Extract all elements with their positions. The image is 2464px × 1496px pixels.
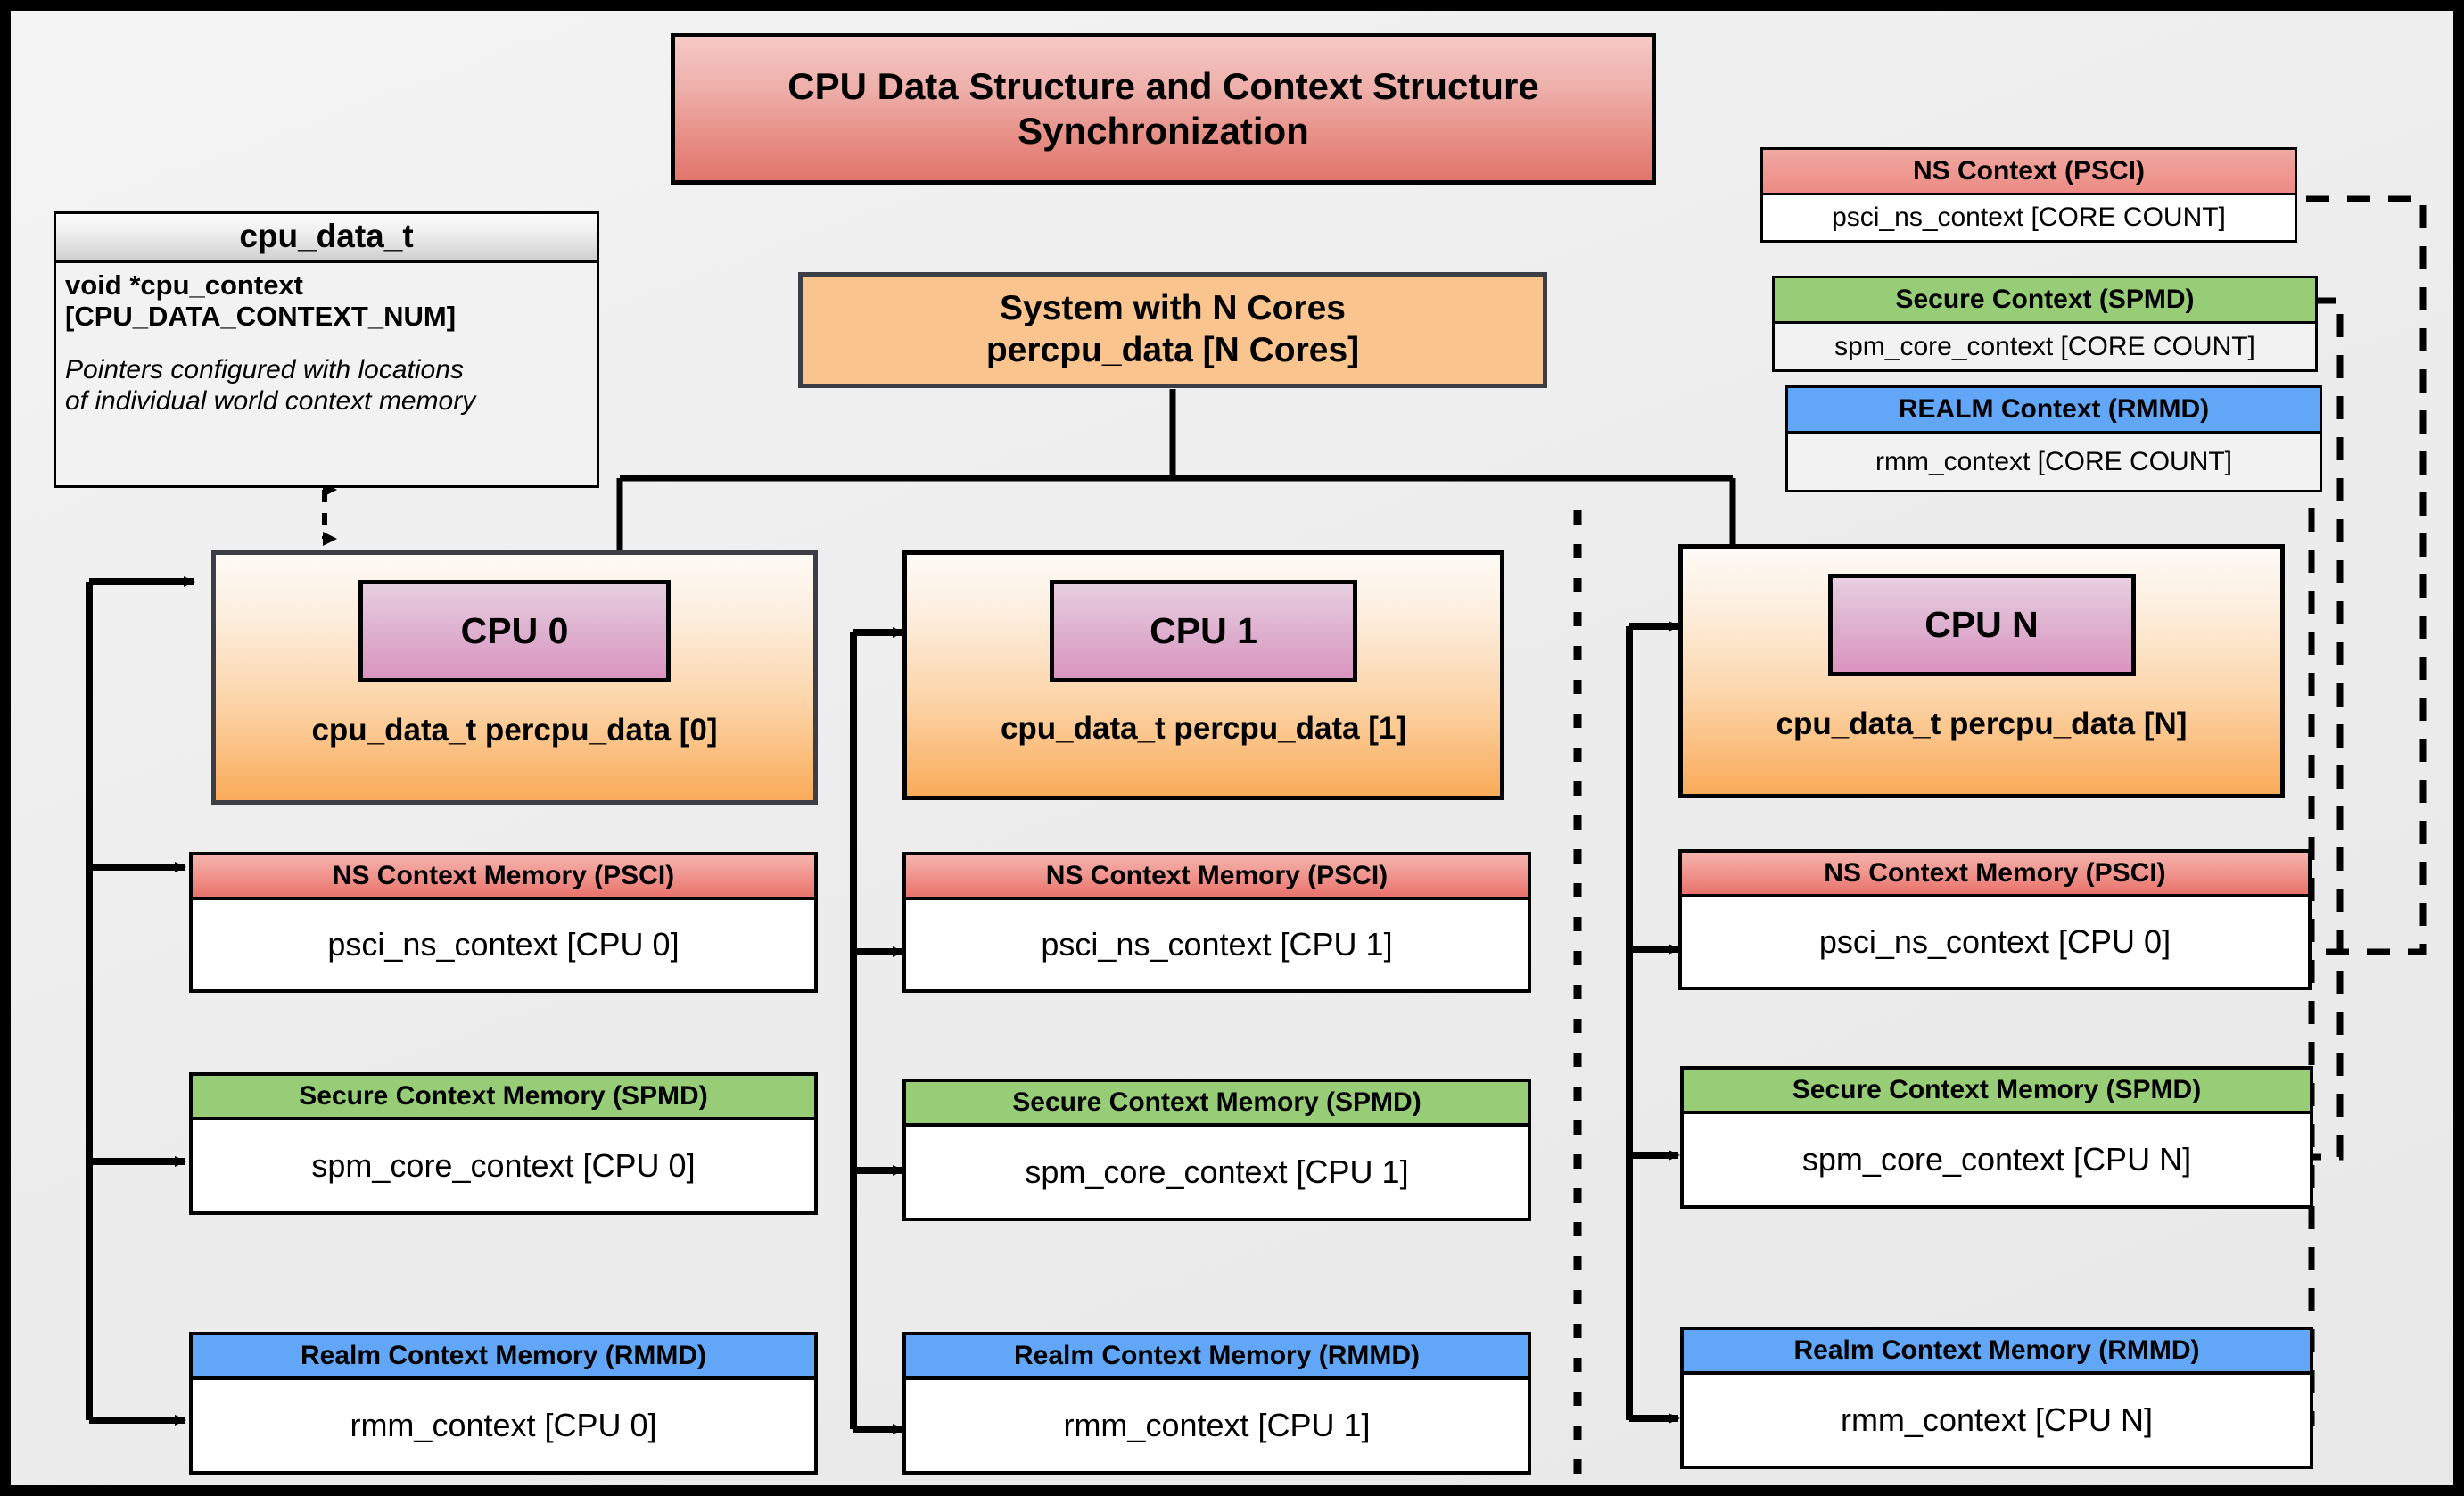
global-context-secure: Secure Context (SPMD) spm_core_context [… [1772,276,2318,372]
cpu1-context-secure-header: Secure Context Memory (SPMD) [906,1082,1528,1127]
cpu0-context-secure-header: Secure Context Memory (SPMD) [193,1076,814,1120]
cpu0-context-ns: NS Context Memory (PSCI) psci_ns_context… [189,852,818,993]
cpu0-context-ns-header: NS Context Memory (PSCI) [193,855,814,900]
cpun-context-realm: Realm Context Memory (RMMD) rmm_context … [1680,1327,2313,1469]
diagram-title: CPU Data Structure and Context Structure… [671,33,1656,185]
cpu0-context-secure-value: spm_core_context [CPU 0] [193,1120,814,1211]
diagram-title-line1: CPU Data Structure and Context Structure [787,65,1539,108]
global-context-ns-header: NS Context (PSCI) [1763,150,2295,195]
cpun-context-secure-header: Secure Context Memory (SPMD) [1684,1070,2310,1114]
cpu-box-0: CPU 0 cpu_data_t percpu_data [0] [211,550,818,805]
cpu1-context-secure-value: spm_core_context [CPU 1] [906,1127,1528,1218]
cpu-caption-1: cpu_data_t percpu_data [1] [1000,711,1407,746]
global-context-realm-value: rmm_context [CORE COUNT] [1788,434,2320,490]
cpu-chip-0: CPU 0 [358,580,671,682]
cpu-data-t-note-line1: Pointers configured with locations [65,355,464,385]
cpu0-context-realm-value: rmm_context [CPU 0] [193,1380,814,1471]
cpu0-context-realm: Realm Context Memory (RMMD) rmm_context … [189,1332,818,1475]
cpu1-context-secure: Secure Context Memory (SPMD) spm_core_co… [902,1079,1531,1221]
cpu1-context-realm-header: Realm Context Memory (RMMD) [906,1335,1528,1380]
cpu-chip-1: CPU 1 [1050,580,1357,682]
cpu-chip-n: CPU N [1827,574,2136,676]
cpu1-context-ns-value: psci_ns_context [CPU 1] [906,900,1528,989]
global-context-ns: NS Context (PSCI) psci_ns_context [CORE … [1760,147,2297,243]
cpun-context-ns-value: psci_ns_context [CPU 0] [1682,897,2308,987]
cpun-context-secure: Secure Context Memory (SPMD) spm_core_co… [1680,1066,2313,1209]
cpu-box-n: CPU N cpu_data_t percpu_data [N] [1678,544,2285,798]
cpu0-context-realm-header: Realm Context Memory (RMMD) [193,1335,814,1380]
cpun-context-secure-value: spm_core_context [CPU N] [1684,1114,2310,1205]
cpu0-context-secure: Secure Context Memory (SPMD) spm_core_co… [189,1072,818,1215]
cpu-data-t-note-line2: of individual world context memory [65,386,476,417]
cpu1-context-ns: NS Context Memory (PSCI) psci_ns_context… [902,852,1531,993]
system-line1: System with N Cores [1000,289,1346,328]
cpun-context-ns-header: NS Context Memory (PSCI) [1682,853,2308,897]
cpu0-context-ns-value: psci_ns_context [CPU 0] [193,900,814,989]
cpu-caption-0: cpu_data_t percpu_data [0] [311,713,718,748]
global-ns-link [2222,195,2427,955]
global-context-secure-header: Secure Context (SPMD) [1775,278,2315,324]
system-line2: percpu_data [N Cores] [985,331,1360,369]
global-context-ns-value: psci_ns_context [CORE COUNT] [1763,195,2295,240]
cpu1-context-realm-value: rmm_context [CPU 1] [906,1380,1528,1471]
cpu-caption-n: cpu_data_t percpu_data [N] [1776,707,2188,741]
cpu-data-t-struct-header: cpu_data_t [56,214,597,263]
cpun-context-ns: NS Context Memory (PSCI) psci_ns_context… [1678,849,2312,990]
diagram-title-line2: Synchronization [1018,110,1309,152]
cpu-data-t-struct: cpu_data_t void *cpu_context [CPU_DATA_C… [54,211,599,488]
cpu1-context-ns-header: NS Context Memory (PSCI) [906,855,1528,900]
cpun-context-realm-value: rmm_context [CPU N] [1684,1375,2310,1466]
cpun-context-realm-header: Realm Context Memory (RMMD) [1684,1330,2310,1375]
cpu-data-t-decl-line2: [CPU_DATA_CONTEXT_NUM] [65,300,457,332]
cpu-data-t-decl-line1: void *cpu_context [65,269,303,301]
global-context-realm-header: REALM Context (RMMD) [1788,388,2320,434]
cpu1-context-realm: Realm Context Memory (RMMD) rmm_context … [902,1332,1531,1475]
global-context-secure-value: spm_core_context [CORE COUNT] [1775,324,2315,369]
global-context-realm: REALM Context (RMMD) rmm_context [CORE C… [1785,385,2322,492]
cpu-box-1: CPU 1 cpu_data_t percpu_data [1] [902,550,1504,800]
system-n-cores-box: System with N Cores percpu_data [N Cores… [798,272,1547,388]
